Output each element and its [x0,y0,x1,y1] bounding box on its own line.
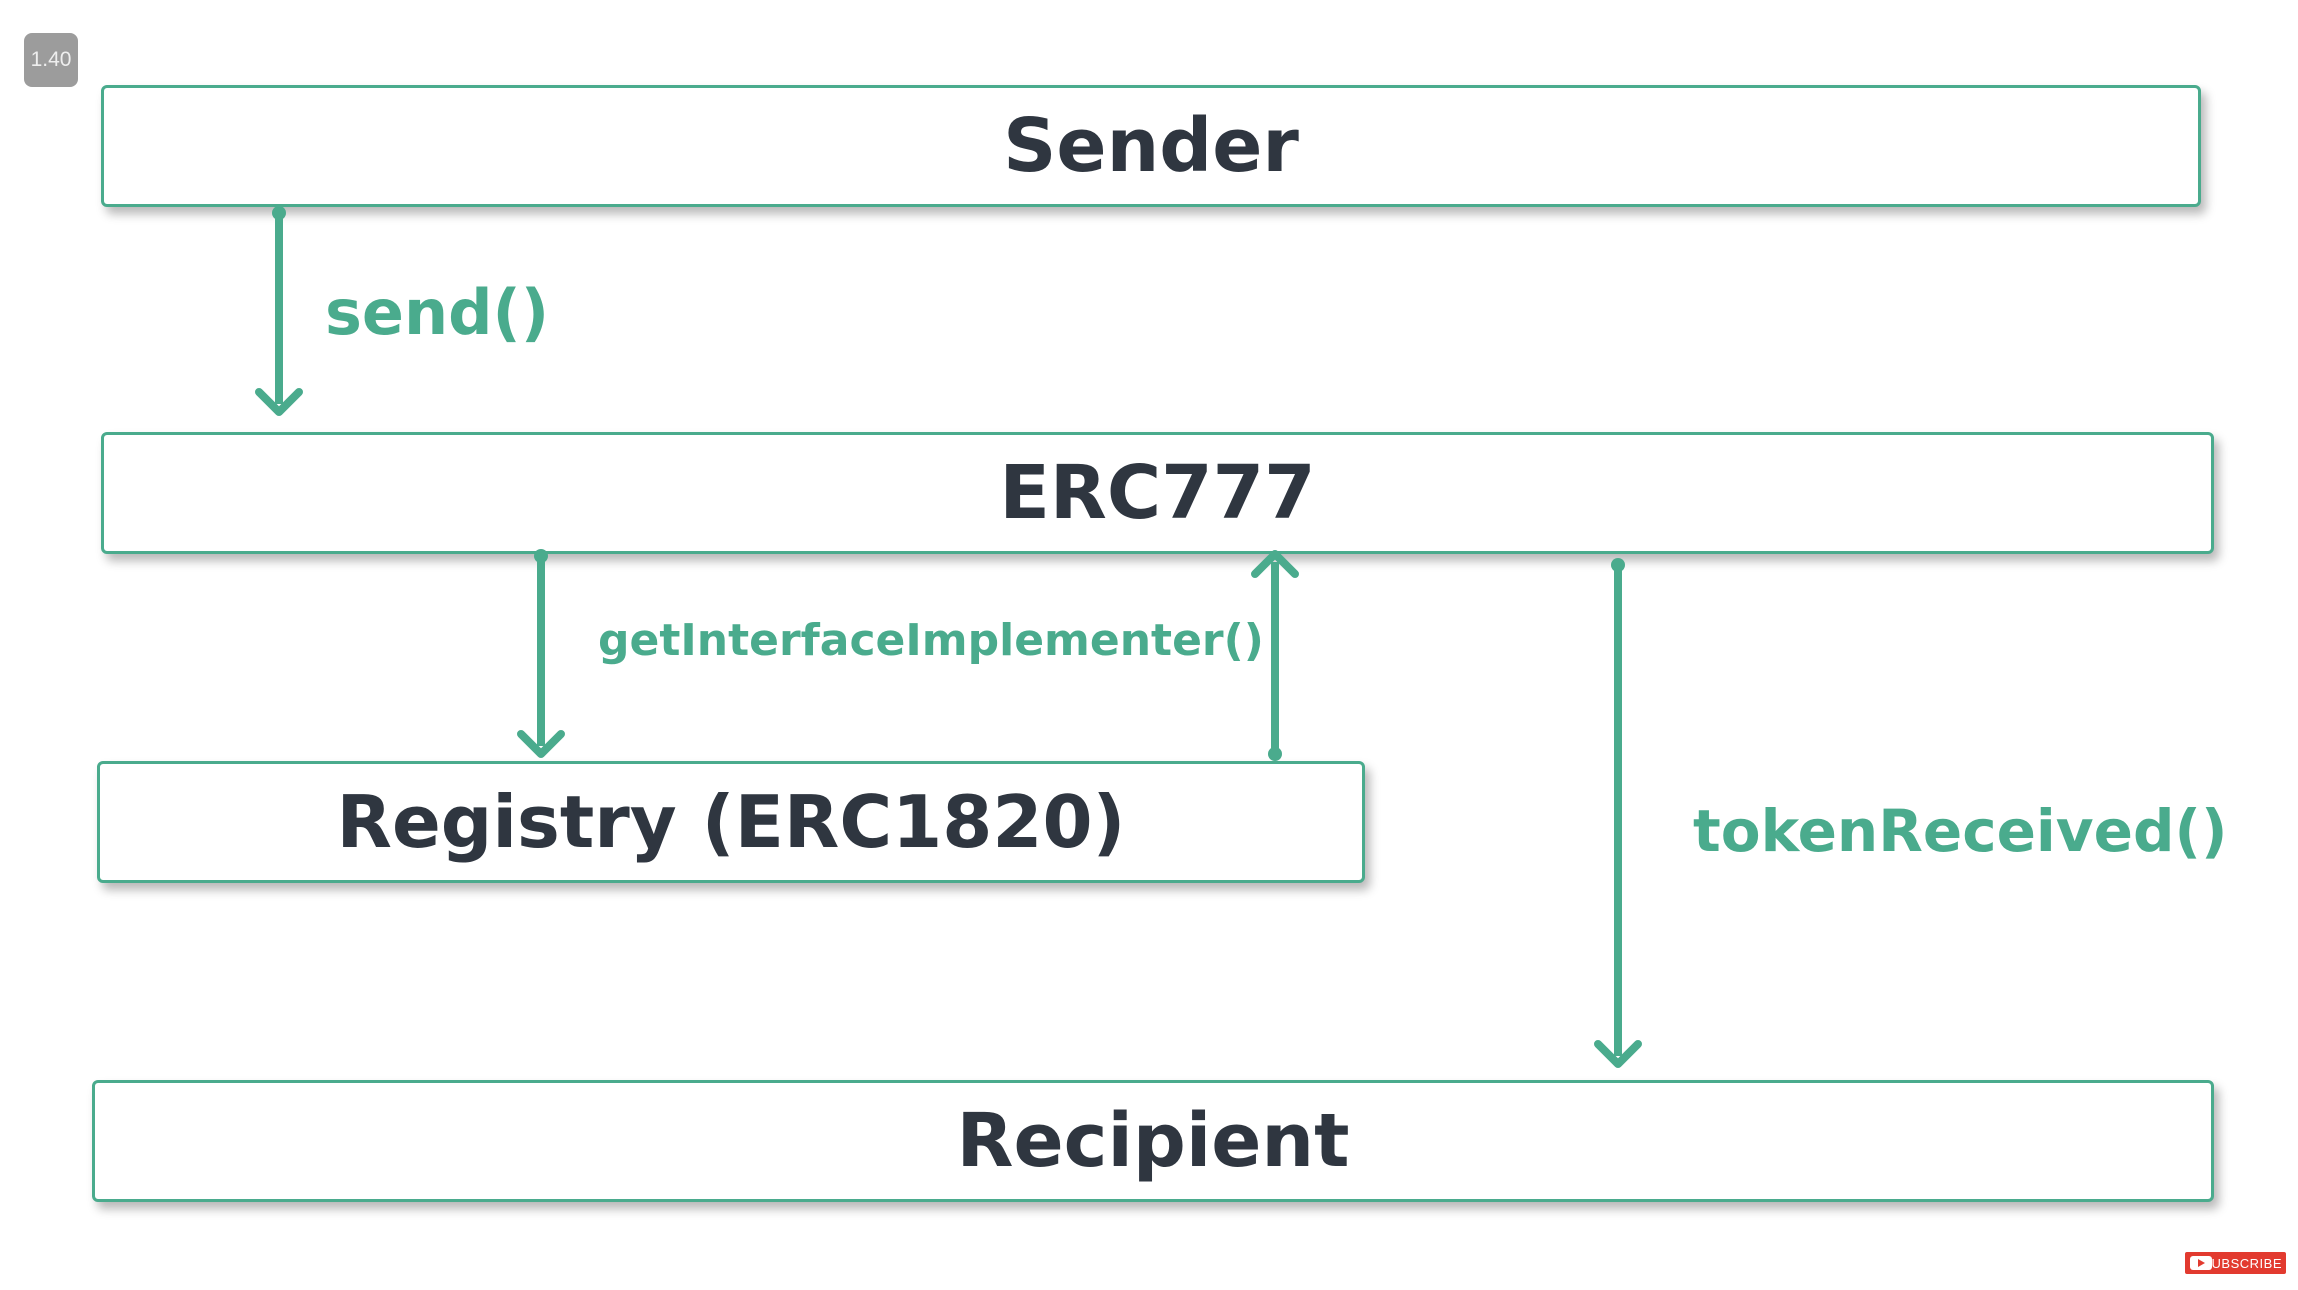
recipient-box: Recipient [92,1080,2214,1202]
erc777-box: ERC777 [101,432,2214,554]
token-received-arrow [1594,558,1642,1068]
registry-box: Registry (ERC1820) [97,761,1365,883]
subscribe-button[interactable]: SUBSCRIBE [2185,1252,2286,1274]
send-call-label: send() [325,276,550,349]
send-arrow [255,206,303,416]
recipient-label: Recipient [956,1098,1350,1184]
erc777-label: ERC777 [999,450,1316,536]
registry-label: Registry (ERC1820) [336,780,1126,864]
subscribe-label: SUBSCRIBE [2202,1255,2282,1271]
token-received-call-label: tokenReceived() [1693,797,2228,865]
get-interface-call-label: getInterfaceImplementer() [598,615,1264,666]
youtube-play-icon [2190,1256,2212,1270]
playback-speed-badge: 1.40 [24,33,78,87]
sender-label: Sender [1003,103,1299,189]
get-interface-down-arrow [517,549,565,758]
sender-box: Sender [101,85,2201,207]
